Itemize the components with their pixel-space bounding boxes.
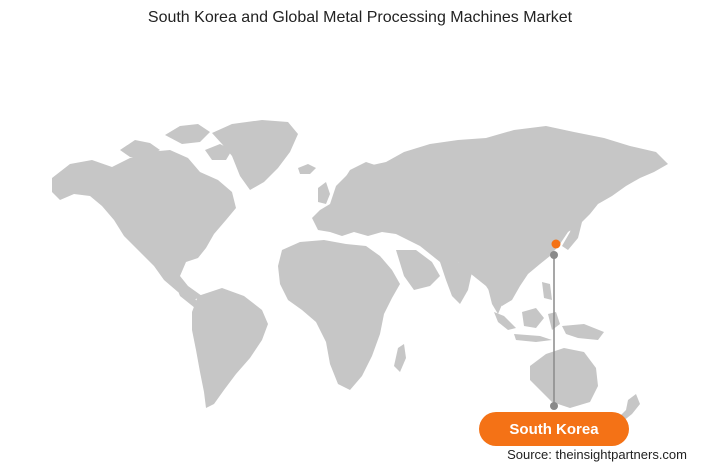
landmass-new-guinea [562,324,604,340]
landmass-arctic-islands-1 [120,140,160,157]
landmass-borneo [522,308,544,328]
landmass-japan [562,216,582,250]
landmass-iceland [298,164,316,174]
landmass-arabia [396,250,440,290]
south-korea-highlight[interactable] [551,239,561,249]
landmass-eurasia [312,126,668,306]
landmass-arctic-islands-2 [165,124,210,144]
chart-title: South Korea and Global Metal Processing … [147,9,573,26]
landmass-australia [530,348,598,408]
landmass-greenland [212,120,298,190]
leader-top-dot [550,251,558,259]
source-credit: Source: theinsightpartners.com [507,447,687,462]
landmass-sumatra [494,312,516,330]
landmass-britain [318,182,330,204]
landmass-southeast-asia [486,280,504,314]
landmass-madagascar [394,344,406,372]
landmass-new-zealand [618,394,640,422]
region-label-badge[interactable]: South Korea [479,412,629,446]
landmass-africa [278,240,400,390]
landmass-sakhalin [580,196,588,212]
landmass-philippines [542,282,552,300]
landmass-arctic-islands-3 [205,144,232,160]
landmass-india [440,262,472,304]
leader-bottom-dot [550,402,558,410]
landmass-south-america [192,288,268,408]
landmass-java [514,334,552,342]
landmass-north-america [52,150,236,300]
land-masses [52,120,668,422]
landmass-scandinavia [340,162,378,194]
